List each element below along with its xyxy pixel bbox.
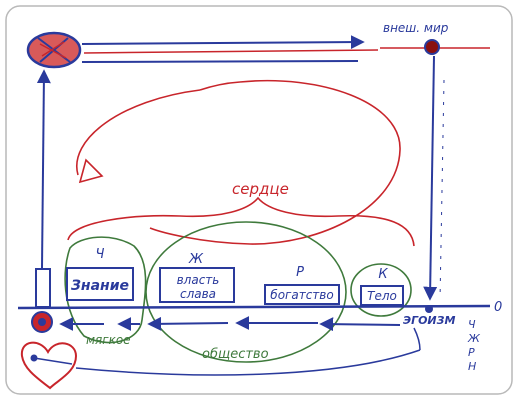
top-connector-lines [81,35,379,63]
red-loop-arrowhead [78,158,104,184]
left-base-rect [35,268,51,308]
egoism-node [425,305,433,313]
knowledge-label: Знание [71,278,129,294]
group-society [145,221,347,363]
heart-shape [20,341,78,390]
box-power-glory [159,267,235,303]
heart-brace [67,196,415,247]
body-label: Тело [367,289,397,303]
egoism-label: ЭГОИЗМ [403,314,455,327]
external-world-label: внеш. мир [383,21,449,35]
zero-label: 0 [494,300,502,315]
red-loop [75,79,401,245]
heart-label: сердце [232,180,289,198]
right-down-arrow [423,55,438,301]
side-letter-1: Ч [468,318,476,331]
society-label: общество [202,347,269,362]
right-dotted-line [439,79,445,301]
power-label: власть [177,273,220,287]
letter-zh: Ж [188,252,204,267]
top-left-node [26,31,82,69]
external-world-node [380,39,490,55]
letter-k: К [378,267,388,282]
outer-frame [5,5,513,395]
side-letter-2: Ж [467,332,481,345]
box-body [360,285,404,306]
bottom-return-line [75,327,421,376]
left-circle-node [31,311,53,333]
letter-ch: Ч [96,247,105,262]
side-letter-4: Н [468,360,476,373]
box-wealth [264,284,340,305]
glory-label: слава [180,287,216,301]
wealth-label: богатство [270,288,333,302]
soft-label: мягкое [86,333,131,347]
letter-r: Р [296,265,304,280]
return-arrows [59,316,401,332]
box-knowledge [66,267,134,301]
left-up-arrow [36,69,51,269]
side-letter-3: Р [468,346,475,359]
baseline-axis [17,304,491,310]
group-body [350,263,412,317]
